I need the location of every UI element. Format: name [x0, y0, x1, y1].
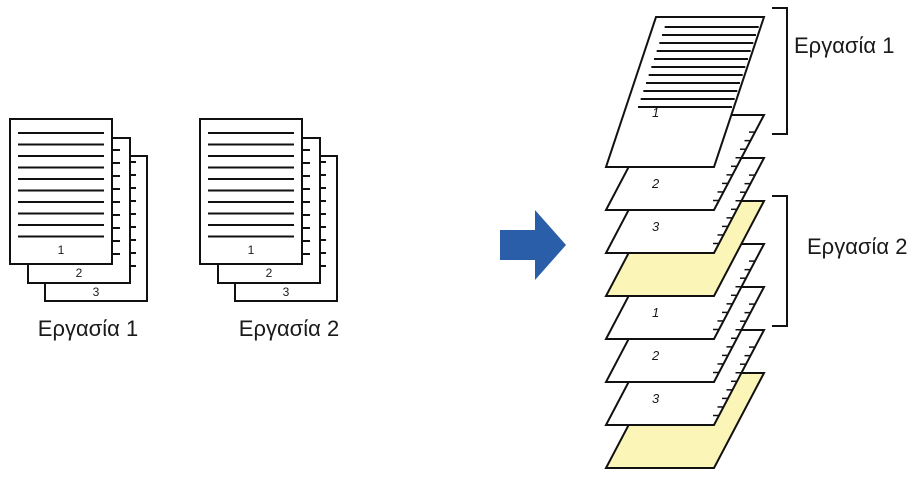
job1-page-1-number: 1	[58, 243, 65, 257]
output-page-number: 3	[652, 391, 660, 406]
job1-bracket-label: Εργασία 1	[794, 33, 894, 58]
output-page-number: 1	[652, 105, 659, 120]
output-stack: 3 2 1 3 2 1	[604, 16, 766, 469]
job1-document-stack: 3 2 1 Εργασία 1	[9, 118, 148, 341]
job2-page-2-number: 2	[266, 266, 273, 280]
job1-page-1-text-lines	[18, 132, 136, 267]
job1-page-3-number: 3	[93, 285, 100, 299]
job2-bracket-label: Εργασία 2	[807, 234, 907, 259]
job2-label: Εργασία 2	[239, 316, 339, 341]
job2-page-1-number: 1	[248, 243, 255, 257]
job2-page-3-number: 3	[283, 285, 290, 299]
job2-bracket: Εργασία 2	[772, 195, 907, 327]
output-page: 1	[604, 16, 766, 168]
output-page-number: 1	[652, 305, 659, 320]
job2-page-1-text-lines	[208, 132, 326, 267]
output-page-number: 3	[652, 219, 660, 234]
output-page-number: 2	[651, 348, 660, 363]
job1-page-1: 1	[9, 118, 136, 267]
job1-bracket: Εργασία 1	[772, 7, 894, 135]
job1-page-2-number: 2	[76, 266, 83, 280]
job2-document-stack: 3 2 1 Εργασία 2	[199, 118, 339, 341]
right-arrow-icon	[500, 210, 566, 280]
job1-label: Εργασία 1	[38, 316, 138, 341]
output-page-number: 2	[651, 176, 660, 191]
job2-page-1: 1	[199, 118, 326, 267]
